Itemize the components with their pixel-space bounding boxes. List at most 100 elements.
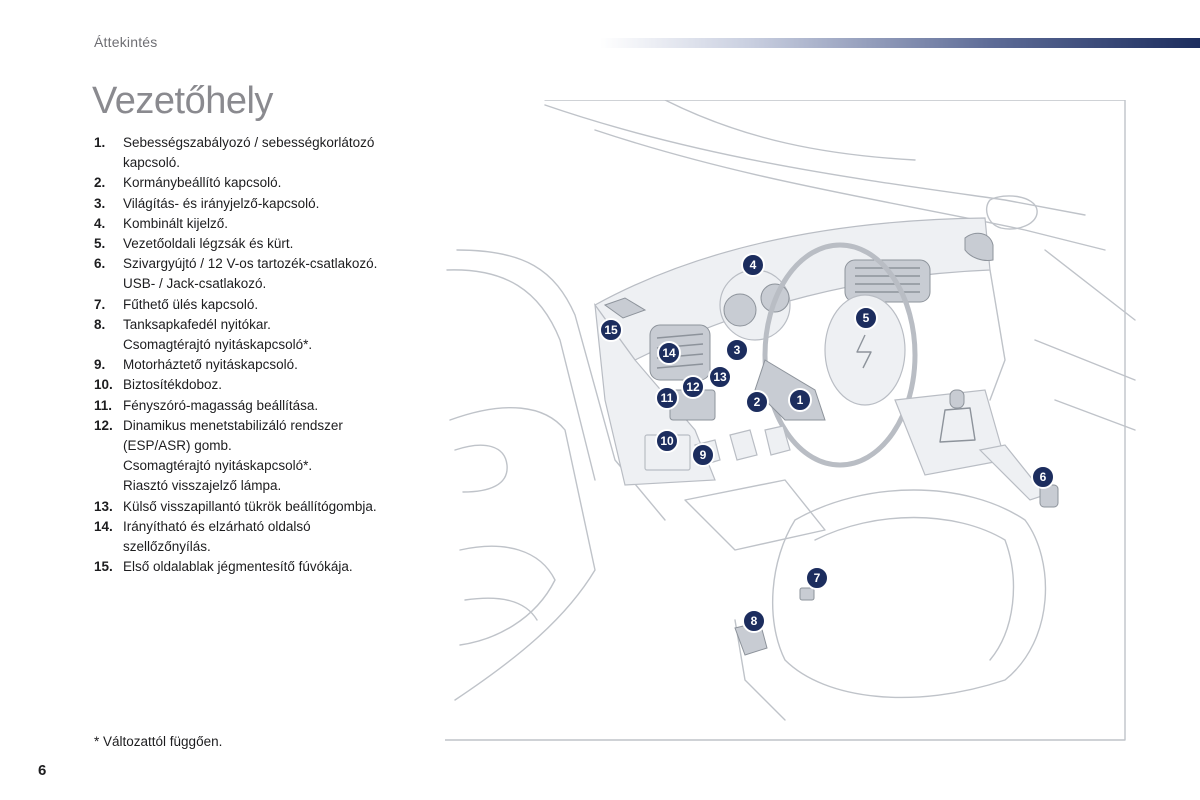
legend-item-text: Dinamikus menetstabilizáló rendszer (ESP… <box>123 417 343 494</box>
legend-item-text: Fényszóró-magasság beállítása. <box>123 397 319 413</box>
callout-10: 10 <box>655 429 679 453</box>
legend-item-number: 13. <box>94 498 113 514</box>
legend-item-text: Tanksapkafedél nyitókar. Csomagtérajtó n… <box>123 316 313 353</box>
legend-item: 13. Külső visszapillantó tükrök beállítóg… <box>94 497 434 517</box>
callout-6: 6 <box>1031 465 1055 489</box>
callout-7-label: 7 <box>814 571 821 585</box>
callout-15: 15 <box>599 318 623 342</box>
legend-item-number: 9. <box>94 357 106 373</box>
footnote: * Változattól függően. <box>94 734 223 749</box>
callout-2-label: 2 <box>754 395 761 409</box>
tachometer-dial <box>723 293 757 327</box>
callout-2: 2 <box>745 390 769 414</box>
callout-13: 13 <box>708 365 732 389</box>
defrost-vent <box>603 297 647 319</box>
page-title: Vezetőhely <box>92 80 273 122</box>
legend-item-text: Első oldalablak jégmentesítő fúvókája. <box>123 559 353 575</box>
pedal-3 <box>764 425 791 456</box>
legend-item-text: Szivargyújtó / 12 V-os tartozék-csatlako… <box>123 256 378 292</box>
callout-3-label: 3 <box>734 343 741 357</box>
legend-item: 1. Sebességszabályozó / sebességkorlátozó… <box>94 133 434 173</box>
callout-13-label: 13 <box>713 370 727 384</box>
callout-1: 1 <box>788 388 812 412</box>
legend-item-number: 1. <box>94 135 106 150</box>
legend-item-number: 5. <box>94 236 106 252</box>
callout-9-label: 9 <box>700 448 707 462</box>
callout-15-label: 15 <box>604 323 618 337</box>
header-gradient-bar <box>600 38 1200 48</box>
legend-item-text: Sebességszabályozó / sebességkorlátozó k… <box>123 135 375 171</box>
legend-item-number: 15. <box>94 559 113 575</box>
legend-item-number: 4. <box>94 215 106 231</box>
legend-item-number: 2. <box>94 175 106 191</box>
callout-5: 5 <box>854 306 878 330</box>
floor-mat <box>684 479 826 551</box>
legend-item: 5. Vezetőoldali légzsák és kürt. <box>94 234 434 254</box>
legend-item-number: 14. <box>94 518 113 534</box>
legend-item-text: Kombinált kijelző. <box>123 215 229 231</box>
legend-item-number: 3. <box>94 195 106 211</box>
callout-4-label: 4 <box>750 258 757 272</box>
mirror-outline <box>986 195 1038 230</box>
legend-item: 14. Irányítható és elzárható oldalsó szel… <box>94 517 434 557</box>
peugeot-logo-icon <box>856 334 872 369</box>
legend-item-text: Vezetőoldali légzsák és kürt. <box>123 236 294 252</box>
callout-11-label: 11 <box>661 391 674 405</box>
legend-item-number: 7. <box>94 296 106 312</box>
legend-item-text: Fűthető ülés kapcsoló. <box>123 296 259 312</box>
legend-item-number: 11. <box>94 397 113 413</box>
callout-5-label: 5 <box>863 311 870 325</box>
dash-right-side <box>989 269 1006 401</box>
legend-item-text: Külső visszapillantó tükrök beállítógomb… <box>123 498 377 514</box>
rear-door-line <box>1034 249 1136 431</box>
callout-10-label: 10 <box>660 434 674 448</box>
legend-item-text: Motorháztető nyitáskapcsoló. <box>123 357 298 373</box>
side-vent-slats <box>656 333 704 369</box>
legend-item-text: Kormánybeállító kapcsoló. <box>123 175 282 191</box>
cockpit-illustration: 1 2 3 4 5 6 7 8 9 10 11 12 13 14 15 <box>445 100 1136 741</box>
callout-14-label: 14 <box>662 346 676 360</box>
callout-3: 3 <box>725 338 749 362</box>
legend-item: 12. Dinamikus menetstabilizáló rendszer (… <box>94 416 434 497</box>
steering-column <box>754 359 826 421</box>
legend-item: 10. Biztosítékdoboz. <box>94 375 434 395</box>
driver-seat-cushion <box>814 516 1015 661</box>
a-pillar-inner <box>446 269 596 481</box>
steering-wheel-hub <box>824 294 906 406</box>
callout-6-label: 6 <box>1040 470 1047 484</box>
callout-8-label: 8 <box>751 614 758 628</box>
roof-line <box>664 100 916 161</box>
a-pillar <box>456 249 666 521</box>
legend-item: 9. Motorháztető nyitáskapcsoló. <box>94 355 434 375</box>
door-armrest <box>464 597 538 621</box>
pedal-2 <box>729 429 758 461</box>
legend-item-number: 8. <box>94 316 106 332</box>
legend-item: 7. Fűthető ülés kapcsoló. <box>94 295 434 315</box>
legend-item-number: 10. <box>94 377 113 393</box>
seat-side-trim <box>734 619 786 721</box>
callout-8: 8 <box>742 609 766 633</box>
legend-item-text: Irányítható és elzárható oldalsó szellőz… <box>123 518 311 555</box>
legend-item: 8. Tanksapkafedél nyitókar. Csomagtérajtó… <box>94 315 434 355</box>
callout-7: 7 <box>805 566 829 590</box>
steering-wheel-rim <box>762 242 918 468</box>
legend-item: 11. Fényszóró-magasság beállítása. <box>94 396 434 416</box>
callout-14: 14 <box>657 341 681 365</box>
door-pocket <box>459 545 556 646</box>
legend-item: 4. Kombinált kijelző. <box>94 214 434 234</box>
callout-9: 9 <box>691 443 715 467</box>
driver-seat <box>772 489 1047 699</box>
callout-12: 12 <box>681 375 705 399</box>
legend-item-text: Biztosítékdoboz. <box>123 377 223 393</box>
callout-12-label: 12 <box>686 380 700 394</box>
seat-heat-switch <box>799 587 815 601</box>
page-number: 6 <box>38 762 47 779</box>
legend-item-number: 12. <box>94 417 113 433</box>
callout-1-label: 1 <box>797 393 804 407</box>
legend-item: 15. Első oldalablak jégmentesítő fúvókája… <box>94 557 434 577</box>
legend-item: 2. Kormánybeállító kapcsoló. <box>94 173 434 193</box>
section-label: Áttekintés <box>94 34 158 50</box>
gear-knob <box>949 389 965 409</box>
legend-item: 6.Szivargyújtó / 12 V-os tartozék-csatla… <box>94 254 434 294</box>
callout-4: 4 <box>741 253 765 277</box>
